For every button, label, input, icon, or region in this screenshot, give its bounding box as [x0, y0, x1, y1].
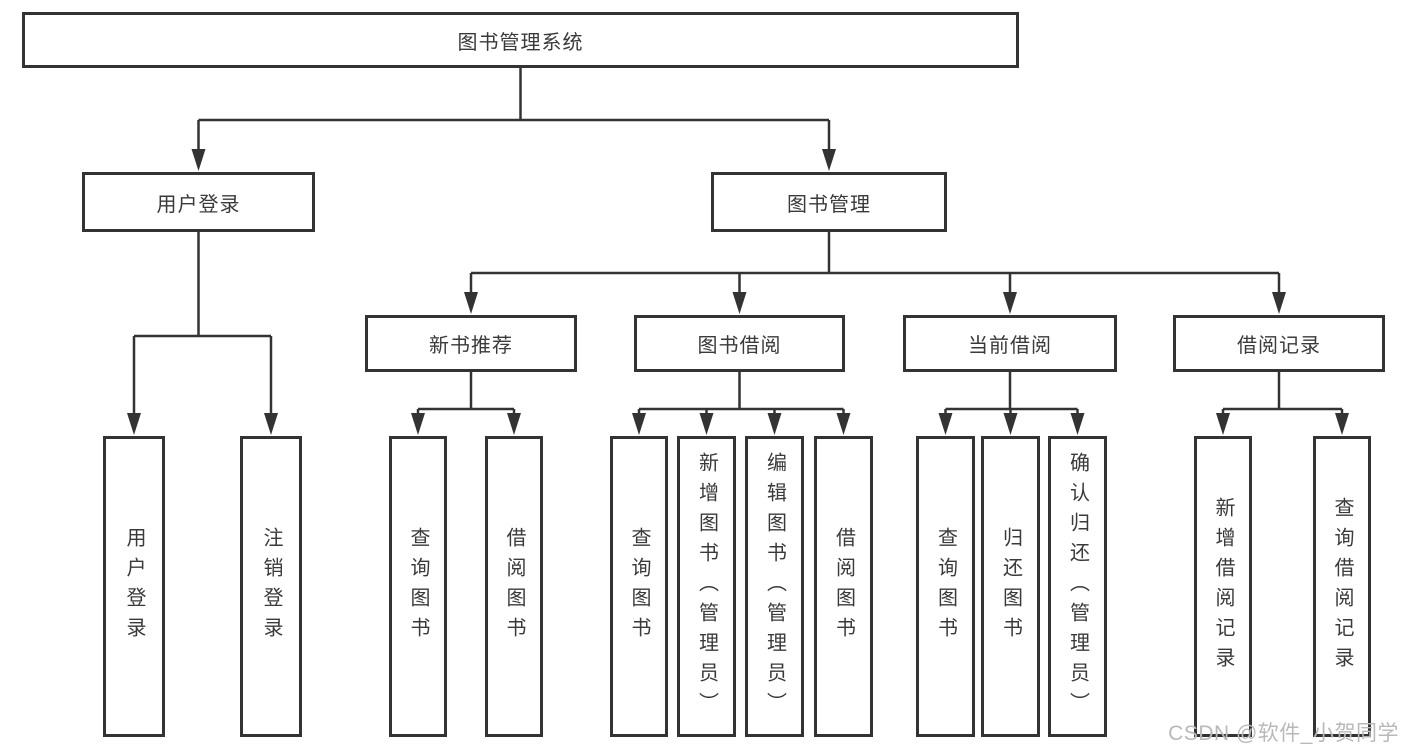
leaf-query-books-borrowing: 查询图书	[610, 436, 668, 737]
leaf-confirm-return-admin: 确认归还（管理员）	[1048, 436, 1107, 737]
leaf-label: 用户登录	[123, 526, 145, 647]
leaf-label: 查询图书	[407, 526, 429, 647]
leaf-label: 借阅图书	[503, 526, 525, 647]
leaf-add-borrow-record: 新增借阅记录	[1194, 436, 1252, 737]
leaf-return-books: 归还图书	[981, 436, 1040, 737]
node-root-system: 图书管理系统	[22, 12, 1019, 68]
leaf-user-login: 用户登录	[103, 436, 165, 737]
leaf-label: 新增图书（管理员）	[695, 451, 718, 722]
leaf-label: 归还图书	[999, 526, 1022, 647]
leaf-label: 查询借阅记录	[1331, 496, 1353, 677]
node-book-management-branch: 图书管理	[711, 172, 947, 232]
leaf-label: 新增借阅记录	[1212, 496, 1234, 677]
node-new-book-recommendation: 新书推荐	[365, 315, 577, 372]
leaf-label: 查询图书	[934, 526, 957, 647]
leaf-label: 编辑图书（管理员）	[763, 451, 786, 722]
leaf-query-books-recommend: 查询图书	[389, 436, 447, 737]
node-book-borrowing: 图书借阅	[634, 315, 845, 372]
node-user-login-branch: 用户登录	[82, 172, 315, 232]
leaf-edit-books-admin: 编辑图书（管理员）	[745, 436, 804, 737]
leaf-label: 借阅图书	[832, 526, 855, 647]
node-current-borrowing: 当前借阅	[903, 315, 1117, 372]
node-borrowing-records: 借阅记录	[1173, 315, 1385, 372]
leaf-logout: 注销登录	[240, 436, 302, 737]
leaf-query-books-current: 查询图书	[916, 436, 975, 737]
leaf-borrow-books-borrowing: 借阅图书	[814, 436, 873, 737]
leaf-query-borrow-record: 查询借阅记录	[1313, 436, 1371, 737]
leaf-add-books-admin: 新增图书（管理员）	[677, 436, 736, 737]
csdn-watermark: CSDN @软件_小贺同学	[1168, 722, 1399, 745]
leaf-label: 确认归还（管理员）	[1066, 451, 1089, 722]
leaf-label: 注销登录	[260, 526, 282, 647]
leaf-label: 查询图书	[628, 526, 650, 647]
leaf-borrow-books-recommend: 借阅图书	[485, 436, 543, 737]
